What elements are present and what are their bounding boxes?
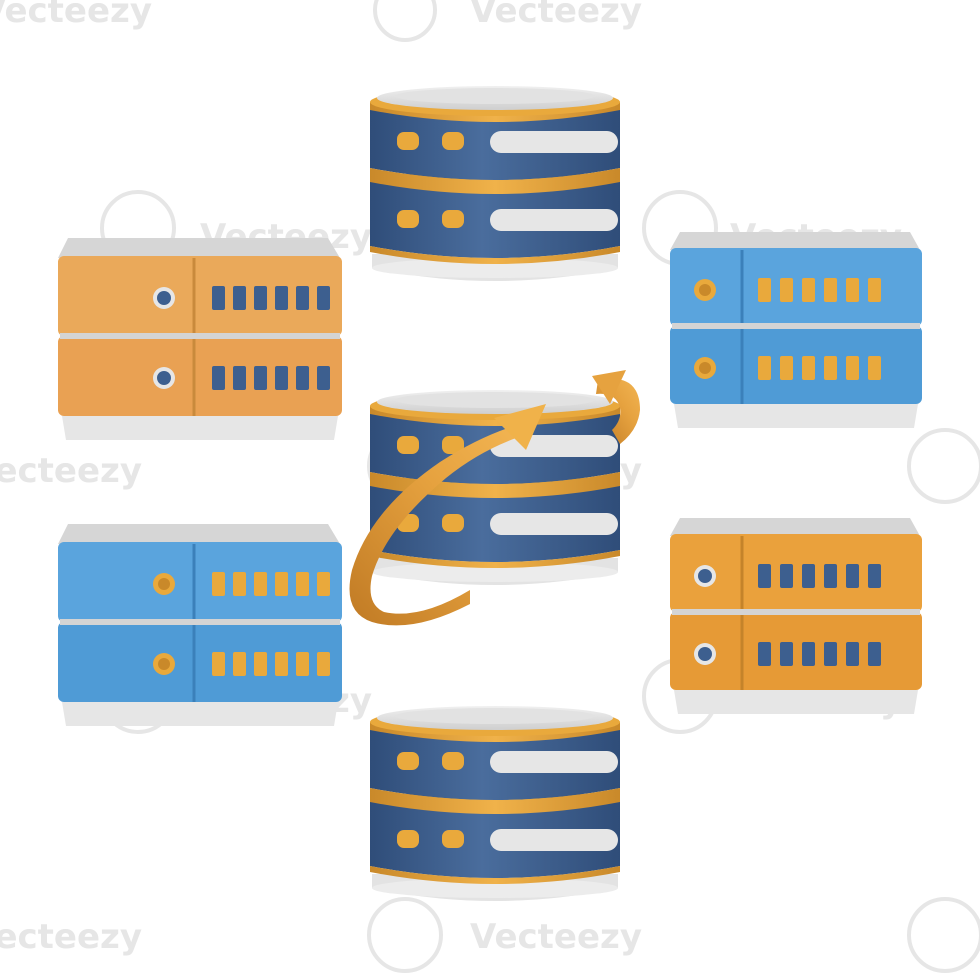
server-rack-icon [670,232,922,428]
watermark-text: Vecteezy [0,917,142,957]
database-cylinder-icon [370,86,620,281]
watermark-text: Vecteezy [470,0,642,31]
server-rack-icon [58,524,342,726]
database-cylinder-icon [370,706,620,901]
server-rack-icon [58,238,342,440]
watermark-text: Vecteezy [470,917,642,957]
watermark-text: Vecteezy [0,0,152,31]
sync-arrow-icon [349,370,640,626]
server-rack-icon [670,518,922,714]
watermark-text: Vecteezy [0,451,142,491]
